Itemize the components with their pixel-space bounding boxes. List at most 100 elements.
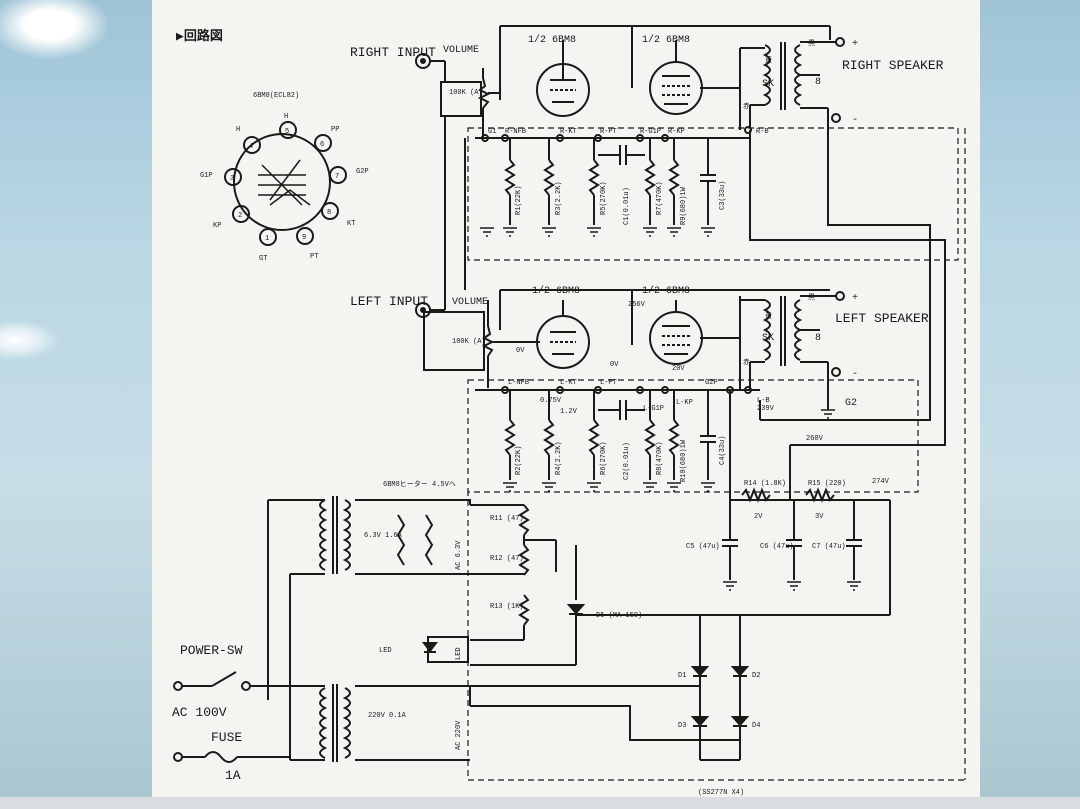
right-plus: + — [852, 39, 858, 50]
right-node-g1: G1 — [488, 128, 496, 136]
left-tube2-label: 1/2 6BM8 — [642, 285, 690, 297]
right-node-nfb: R-NFB — [505, 128, 526, 136]
left-plus: + — [852, 293, 858, 304]
led-side-label: LED — [455, 647, 463, 660]
left-node-g2p: G2P — [705, 379, 718, 387]
led-label: LED — [379, 647, 392, 655]
pin-label-h-top: H — [284, 113, 288, 121]
left-minus: - — [852, 369, 858, 380]
r12-label: R12 (47) — [490, 555, 524, 563]
section-title: ▶回路図 — [176, 28, 223, 44]
fuse-label: FUSE — [211, 730, 242, 745]
pin-number-9: 9 — [302, 234, 306, 242]
right-tube1-label: 1/2 6BM8 — [528, 34, 576, 46]
r2-label: R2(22K) — [515, 446, 523, 475]
c3-label: C3(33u) — [719, 181, 727, 210]
r3-label: R3(2.2K) — [555, 181, 563, 215]
pin-number-8: 8 — [327, 209, 331, 217]
right-volume-label: VOLUME — [443, 45, 479, 56]
c1-label: C1(0.01u) — [623, 187, 631, 225]
voltage-260v: 260V — [806, 435, 824, 443]
c7-label: C7 (47u) — [812, 543, 846, 551]
r13-label: R13 (1K) — [490, 603, 524, 611]
hv-winding-label: 220V 0.1A — [368, 712, 407, 720]
ac63-label: AC 6.3V — [455, 540, 463, 570]
r6-label: R6(270K) — [600, 441, 608, 475]
left-sk-tap: SK — [762, 333, 774, 344]
right-input-label: RIGHT INPUT — [350, 45, 436, 60]
taskbar-strip — [0, 797, 1080, 809]
r5-label: R5(270K) — [600, 181, 608, 215]
voltage-274v: 274V — [872, 478, 890, 486]
left-8-tap: 8 — [815, 333, 821, 344]
r7-label: R7(470K) — [656, 181, 664, 215]
screen-glare — [0, 0, 110, 60]
right-node-b: R-B — [756, 128, 769, 136]
ac220-label: AC 220V — [455, 720, 463, 750]
voltage-075v: 0.75V — [540, 397, 562, 405]
r11-label: R11 (47) — [490, 515, 524, 523]
c4-label: C4(33u) — [719, 436, 727, 465]
pin-label-kp: KP — [213, 222, 221, 230]
left-tap-black: 黒 — [808, 293, 815, 302]
power-switch-label: POWER-SW — [180, 643, 243, 658]
pin-number-2: 2 — [238, 212, 242, 220]
left-node-g1p: L-G1P — [643, 405, 664, 413]
voltage-12v: 1.2V — [560, 408, 578, 416]
right-tap-black: 黒 — [808, 39, 815, 48]
r10-label: R10(680)1W — [680, 439, 688, 482]
left-node-nfb: L-NFB — [508, 379, 529, 387]
left-input-label: LEFT INPUT — [350, 294, 428, 309]
left-node-pt: L-PT — [600, 379, 617, 387]
right-volume-value: 100K (A) — [449, 89, 483, 97]
ac100-label: AC 100V — [172, 705, 227, 720]
pin-number-3: 3 — [230, 175, 234, 183]
d1-label: D1 — [678, 672, 686, 680]
left-speaker-label: LEFT SPEAKER — [835, 311, 929, 326]
r9-label: R9(680)1W — [680, 186, 688, 225]
right-node-g1p: R-G1P — [640, 128, 661, 136]
pin-label-pt: PT — [310, 253, 318, 261]
heater-winding-label: 6.3V 1.6A — [364, 532, 403, 540]
r15-label: R15 (220) — [808, 480, 846, 488]
pin-number-6: 6 — [320, 141, 324, 149]
voltage-20v: 20V — [672, 365, 685, 373]
g2-label: G2 — [845, 398, 857, 409]
right-speaker-label: RIGHT SPEAKER — [842, 58, 944, 73]
right-8-tap: 8 — [815, 77, 821, 88]
right-minus: - — [852, 115, 858, 126]
fuse-value-label: 1A — [225, 768, 241, 783]
pin-label-h: H — [236, 126, 240, 134]
heater-note: 6BM8ヒーター 4.5Vへ — [383, 479, 456, 489]
pin-label-g2p: G2P — [356, 168, 369, 176]
right-tap-red: 赤 — [743, 102, 750, 111]
pin-label-gt: GT — [259, 255, 267, 263]
right-node-kt: R-KT — [560, 128, 577, 136]
left-node-b: L-B — [757, 397, 770, 405]
d5-label: D5 (MA-150) — [596, 612, 642, 620]
pin-label-kt: KT — [347, 220, 355, 228]
pin-number-7: 7 — [335, 173, 339, 181]
left-volume-label: VOLUME — [452, 297, 488, 308]
right-node-pt: R-PT — [600, 128, 617, 136]
left-tap-red: 赤 — [743, 358, 750, 367]
c5-label: C5 (47u) — [686, 543, 720, 551]
voltage-0v-grid: 0V — [516, 347, 525, 355]
diode-part-label: (SS277N X4) — [698, 789, 744, 797]
d2-label: D2 — [752, 672, 760, 680]
r8-label: R8(470K) — [656, 441, 664, 475]
right-node-kp: R-KP — [668, 128, 685, 136]
tube-pinout-title: 6BM8(ECL82) — [253, 92, 299, 100]
right-tube2-label: 1/2 6BM8 — [642, 34, 690, 46]
voltage-239v: 239V — [757, 405, 775, 413]
voltage-256v: 256V — [628, 301, 646, 309]
right-tap-yellow: 黄 — [765, 55, 772, 65]
pin-label-pp: PP — [331, 126, 339, 134]
pin-number-1: 1 — [265, 235, 269, 243]
r4-label: R4(2.2K) — [555, 441, 563, 475]
left-node-kp: L-KP — [676, 399, 693, 407]
left-node-kt: L-KT — [560, 379, 577, 387]
c2-label: C2(0.01u) — [623, 442, 631, 480]
c6-label: C6 (47u) — [760, 543, 794, 551]
d4-label: D4 — [752, 722, 760, 730]
